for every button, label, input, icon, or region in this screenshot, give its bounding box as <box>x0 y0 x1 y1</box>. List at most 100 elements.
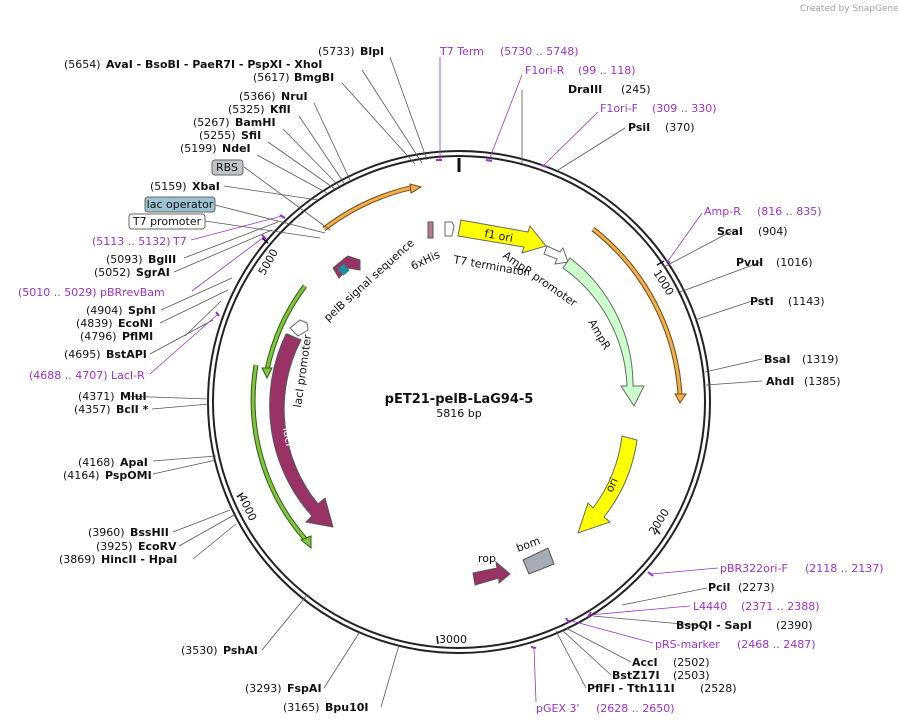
ori-label: ori <box>603 476 621 494</box>
primer-t7-name: T7 <box>172 235 187 248</box>
tick-1000-mark <box>656 260 665 266</box>
tick-1000: 1000 <box>650 267 676 298</box>
enz-acci-pos: (2502) <box>673 656 710 669</box>
primer-laci-r-name: LacI-R <box>111 369 145 382</box>
enz-bmgbi-name: BmgBI <box>294 71 334 84</box>
primer-prs-marker-name: pRS-marker <box>655 638 720 651</box>
ori-arrow <box>577 435 638 534</box>
enzyme-leaders <box>123 56 763 708</box>
enz-bcli-name: BclI * <box>116 403 149 416</box>
enz-econi-name: EcoNI <box>118 317 153 330</box>
enz-ahdi-name: AhdI <box>766 375 794 388</box>
enz-blpi-pos: (5733) <box>318 45 355 58</box>
enz-draiii-pos: (245) <box>621 83 651 96</box>
enz-xbai-pos: (5159) <box>150 180 187 193</box>
enz-bstz17i-name: BstZ17I <box>612 669 660 682</box>
enz-bstapi-name: BstAPI <box>106 348 147 361</box>
enz-blpi-name: BlpI <box>360 45 384 58</box>
enz-scai-pos: (904) <box>758 225 788 238</box>
ampr-label: AmpR <box>585 317 613 352</box>
lac-operator-label: lac operator <box>147 198 214 211</box>
enz-pflfi-name: PflFI - Tth111I <box>587 682 675 695</box>
primer-f1ori-f-name: F1ori-F <box>600 102 638 115</box>
enz-pflfi-pos: (2528) <box>700 682 737 695</box>
enz-pvui-pos: (1016) <box>776 256 813 269</box>
tick-5000-mark <box>261 237 269 244</box>
enz-sgrai-pos: (5052) <box>94 266 131 279</box>
primer-f1ori-r-range: (99 .. 118) <box>578 64 636 77</box>
enz-bsshii-pos: (3960) <box>88 526 125 539</box>
enz-bcli-pos: (4357) <box>74 403 111 416</box>
primer-l4440-range: (2371 .. 2388) <box>741 600 820 613</box>
enz-bamhi-pos: (5267) <box>193 116 230 129</box>
enz-apai-name: ApaI <box>120 456 148 469</box>
enz-econi-pos: (4839) <box>76 317 113 330</box>
enz-apai-pos: (4168) <box>78 456 115 469</box>
green-arc-2-head <box>300 535 312 550</box>
enz-bpu10i-name: Bpu10I <box>325 701 369 714</box>
t7-terminator-box <box>427 221 434 239</box>
enz-acci-name: AccI <box>632 656 658 669</box>
primer-t7term-name: T7 Term <box>439 45 484 58</box>
primer-f1ori-r-name: F1ori-R <box>525 64 565 77</box>
primer-pbr322ori-f-name: pBR322ori-F <box>720 562 788 575</box>
t7-promoter-label: T7 promoter <box>132 215 202 228</box>
primer-prs-marker-range: (2468 .. 2487) <box>737 638 816 651</box>
enz-pshai-name: PshAI <box>223 644 258 657</box>
enz-xbai-name: XbaI <box>192 180 220 193</box>
box-leaders <box>204 166 331 239</box>
enzyme-labels: (5733) BlpI (5654) AvaI - BsoBI - PaeR7I… <box>59 45 841 714</box>
laci-arrow <box>269 333 334 528</box>
orange-arc-top-outline <box>322 185 411 231</box>
green-arc-1-head <box>261 367 273 380</box>
primer-pgex3-range: (2628 .. 2650) <box>596 702 675 715</box>
snapgene-watermark: Created by SnapGene <box>800 4 898 14</box>
ampr-promoter-label: AmpR promoter <box>500 249 579 310</box>
enz-bsshii-name: BssHII <box>130 526 169 539</box>
tick-4000-mark <box>236 492 244 498</box>
primer-laci-r-range: (4688 .. 4707) <box>29 369 108 382</box>
enz-bsai-pos: (1319) <box>802 353 839 366</box>
enz-pspomi-name: PspOMI <box>105 469 152 482</box>
f1-ori-label: f1 ori <box>483 227 514 245</box>
tick-4000: 4000 <box>236 492 260 523</box>
ampr-arrow <box>562 257 645 408</box>
enz-pcii-pos: (2273) <box>738 581 775 594</box>
plasmid-name: pET21-pelB-LaG94-5 <box>385 392 534 407</box>
his-label: 6xHis <box>409 248 442 273</box>
enz-bsai-name: BsaI <box>764 353 790 366</box>
enz-draiii-name: DraIII <box>568 83 602 96</box>
enz-bglii-name: BglII <box>148 253 176 266</box>
t7-terminator-arrow <box>444 221 455 237</box>
primer-f1ori-f-range: (309 .. 330) <box>652 102 717 115</box>
ampr-promoter-arrow <box>543 245 569 265</box>
primer-t7-range: (5113 .. 5132) <box>92 235 171 248</box>
enz-pcii-name: PciI <box>708 581 730 594</box>
enz-pshai-pos: (3530) <box>181 644 218 657</box>
enz-hincii-name: HincII - HpaI <box>101 553 177 566</box>
enz-fspai-name: FspAI <box>287 682 322 695</box>
f1-ori-arrow <box>457 219 547 254</box>
enz-psti-name: PstI <box>750 295 774 308</box>
rop-label: rop <box>478 552 496 565</box>
enz-bstz17i-pos: (2503) <box>673 669 710 682</box>
backbone-inner <box>212 155 706 649</box>
enz-mlui-pos: (4371) <box>78 390 115 403</box>
bom-box <box>522 547 555 575</box>
lac-operator-box <box>144 196 216 213</box>
rbs-label: RBS <box>216 161 238 174</box>
enz-kfli-name: KflI <box>270 103 291 116</box>
enz-avai-pos: (5654) <box>64 58 101 71</box>
tick-3000: 3000 <box>439 633 467 646</box>
tick-2000-mark <box>654 527 661 535</box>
primer-l4440-name: L4440 <box>693 600 727 613</box>
enz-pvui-name: PvuI <box>736 256 763 269</box>
enz-psii-pos: (370) <box>665 121 695 134</box>
enz-psti-pos: (1143) <box>788 295 825 308</box>
backbone-outer <box>207 150 711 654</box>
enz-bpu10i-pos: (3165) <box>283 701 320 714</box>
orange-arc-top-head <box>409 183 423 194</box>
primer-t7term-range: (5730 .. 5748) <box>500 45 579 58</box>
enz-hincii-pos: (3869) <box>59 553 96 566</box>
